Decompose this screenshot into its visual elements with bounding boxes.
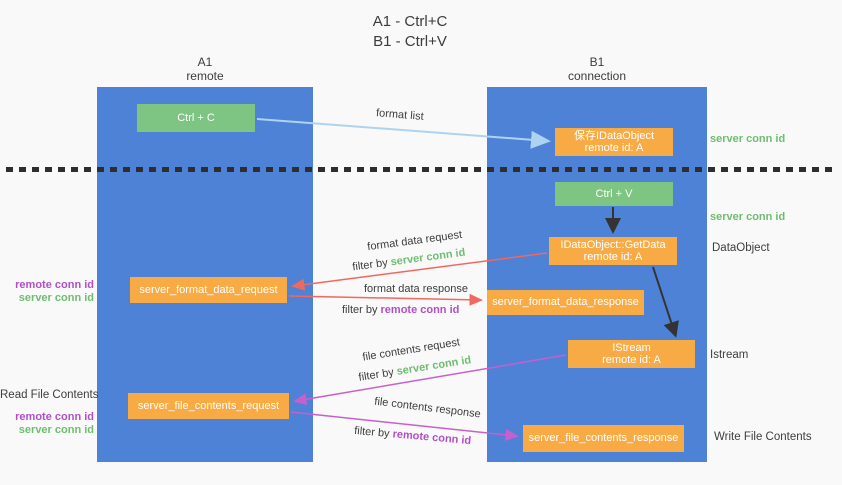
node-server-format-data-request: server_format_data_request	[130, 277, 287, 303]
server-conn-id-text: server conn id	[389, 246, 467, 269]
left-conn-ids-format: remote conn id server conn id	[0, 279, 94, 305]
arrow-format-data-response	[288, 293, 483, 306]
node-ctrl-c-label: Ctrl + C	[177, 111, 215, 124]
label-file-contents-response: file contents response	[373, 395, 482, 421]
node-server-file-contents-request: server_file_contents_request	[128, 393, 289, 419]
label-filter-by-remote-conn-id-format: filter by remote conn id	[342, 304, 459, 316]
session-separator-line	[6, 167, 836, 172]
dataobject-label: DataObject	[712, 242, 770, 254]
lifeline-header-b1: B1 connection	[537, 55, 657, 83]
lifeline-b1-role: connection	[567, 69, 627, 83]
node-idataobject-getdata: IDataObject::GetData remote id: A	[549, 237, 677, 265]
read-file-contents-label: Read File Contents	[0, 389, 99, 401]
node-file-response-label: server_file_contents_response	[528, 432, 679, 445]
node-ctrl-c: Ctrl + C	[137, 104, 255, 132]
node-ctrl-v-label: Ctrl + V	[595, 187, 633, 200]
node-save-idataobject-line2: remote id: A	[584, 142, 644, 154]
node-getdata-line1: IDataObject::GetData	[560, 238, 666, 251]
node-ctrl-v: Ctrl + V	[555, 182, 673, 206]
title-line-b1: B1 - Ctrl+V	[373, 33, 447, 50]
lifeline-a1-role: remote	[186, 69, 224, 83]
node-server-format-data-response: server_format_data_response	[487, 290, 644, 315]
node-getdata-line2: remote id: A	[583, 251, 643, 263]
label-filter-by-remote-conn-id-file: filter by remote conn id	[354, 425, 472, 447]
node-format-request-label: server_format_data_request	[139, 283, 278, 296]
node-save-idataobject-line1: 保存IDataObject	[573, 129, 655, 142]
node-save-idataobject: 保存IDataObject remote id: A	[555, 128, 673, 156]
lifeline-b1-name: B1	[589, 55, 605, 69]
right-server-conn-id-top: server conn id	[710, 133, 786, 145]
server-conn-id-label: server conn id	[18, 424, 94, 436]
right-server-conn-id-mid: server conn id	[710, 211, 786, 223]
write-file-contents-label: Write File Contents	[714, 431, 812, 443]
filter-by-text: filter by	[353, 424, 394, 441]
remote-conn-id-label: remote conn id	[15, 279, 94, 291]
diagram-title: A1 - Ctrl+C B1 - Ctrl+V	[310, 12, 510, 52]
node-file-request-label: server_file_contents_request	[137, 399, 280, 412]
label-format-list: format list	[375, 107, 425, 123]
lifeline-header-a1: A1 remote	[145, 55, 265, 83]
node-istream-line1: IStream	[612, 341, 651, 354]
filter-by-text: filter by	[357, 365, 398, 384]
node-server-file-contents-response: server_file_contents_response	[523, 425, 684, 452]
title-line-a1: A1 - Ctrl+C	[372, 13, 448, 30]
istream-label: Istream	[710, 349, 749, 361]
node-format-response-label: server_format_data_response	[492, 296, 639, 309]
lifeline-a1-name: A1	[197, 55, 213, 69]
left-conn-ids-file: remote conn id server conn id	[0, 411, 94, 437]
filter-by-text: filter by	[342, 304, 381, 316]
filter-by-text: filter by	[351, 256, 392, 274]
node-istream-line2: remote id: A	[602, 354, 661, 366]
server-conn-id-text: server conn id	[395, 354, 472, 378]
remote-conn-id-text: remote conn id	[380, 304, 460, 316]
remote-conn-id-text: remote conn id	[392, 428, 472, 448]
server-conn-id-label: server conn id	[18, 292, 94, 304]
remote-conn-id-label: remote conn id	[15, 411, 94, 423]
label-format-data-response: format data response	[364, 283, 468, 295]
node-istream: IStream remote id: A	[568, 340, 695, 368]
